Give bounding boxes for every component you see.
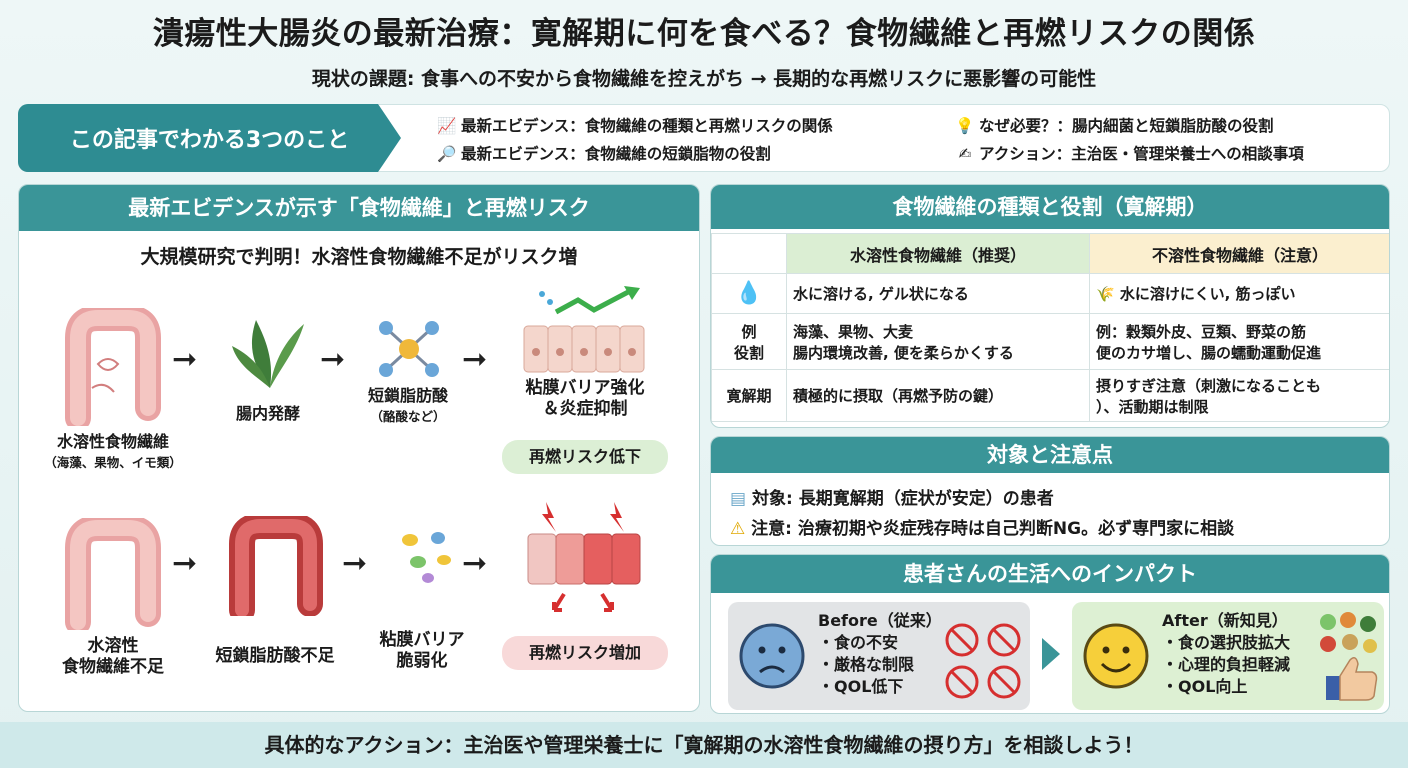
- water-drops-icon: 💧: [735, 281, 763, 306]
- column-soluble: 水溶性食物繊維（推奨）: [786, 233, 1090, 274]
- after-list: After（新知見） ・食の選択肢拡大 ・心理的負担軽減 ・QOL向上: [1162, 611, 1291, 696]
- fiber-table: 水溶性食物繊維（推奨） 不溶性食物繊維（注意） 💧 水に溶ける, ゲル状になる …: [711, 233, 1389, 422]
- table-row: 例役割 海藻、果物、大麦腸内環境改善, 便を柔らかくする 例：穀類外皮、豆類、野…: [711, 313, 1389, 370]
- before-list: Before（従来） ・食の不安 ・厳格な制限 ・QOL低下: [818, 611, 942, 696]
- page-subtitle: 現状の課題: 食事への不安から食物繊維を控えがち → 長期的な再燃リスクに悪影響…: [311, 68, 1097, 90]
- caution-line: ⚠ 注意: 治療初期や炎症残存時は自己判断NG。必ず専門家に相談: [730, 519, 1235, 539]
- damaged-barrier-icon: [527, 502, 641, 612]
- happy-face-icon: [1083, 623, 1149, 689]
- flow-arrow-3: ➞: [462, 342, 488, 377]
- healthy-colon-icon: [65, 308, 161, 426]
- scattered-particles-icon: [402, 532, 451, 583]
- flow-label-barrier-weak: 粘膜バリア 脆弱化: [379, 630, 465, 672]
- writing-hand-icon: ✍: [958, 145, 972, 163]
- column-insoluble: 不溶性食物繊維（注意）: [1089, 233, 1389, 274]
- strong-barrier-icon: [523, 286, 645, 373]
- inflamed-colon-icon: [229, 516, 323, 616]
- molecule-icon: [379, 321, 439, 377]
- target-panel: 対象と注意点: [710, 436, 1390, 546]
- result-badge-risk-down: 再燃リスク低下: [502, 440, 668, 474]
- flow-arrow-4: ➞: [172, 546, 198, 581]
- seaweed-icon: [232, 320, 304, 388]
- key-points-label: この記事でわかる3つのこと: [18, 104, 401, 172]
- flow-arrow-6: ➞: [462, 546, 488, 581]
- intestine-icon: ▤: [730, 489, 747, 509]
- page-title: 潰瘍性大腸炎の最新治療：寛解期に何を食べる？食物繊維と再燃リスクの関係: [152, 16, 1256, 52]
- evidence-panel: 最新エビデンスが示す「食物繊維」と再燃リスク: [18, 184, 700, 712]
- chevron-right-icon: [1042, 638, 1060, 670]
- lightbulb-icon: 💡: [955, 117, 975, 135]
- footer-action: 具体的なアクション：主治医や管理栄養士に「寛解期の水溶性食物繊維の摂り方」を相談…: [0, 722, 1408, 768]
- target-line: ▤ 対象: 長期寛解期（症状が安定）の患者: [730, 489, 1054, 509]
- colon-icon: [65, 518, 161, 630]
- flow-arrow-1: ➞: [172, 342, 198, 377]
- flow-arrow-5: ➞: [342, 546, 368, 581]
- flow-label-barrier-strong: 粘膜バリア強化 ＆炎症抑制: [525, 378, 645, 420]
- warning-icon: ⚠: [730, 519, 746, 539]
- flow-label-fermentation: 腸内発酵: [235, 404, 300, 423]
- food-and-thumbs-up-icon: [1320, 612, 1378, 701]
- fiber-table-heading: 食物繊維の種類と役割（寛解期）: [711, 185, 1389, 229]
- evidence-subheading: 大規模研究で判明！水溶性食物繊維不足がリスク増: [140, 246, 578, 268]
- flow-label-scfa-deficit: 短鎖脂肪酸不足: [215, 646, 335, 666]
- table-row: 💧 水に溶ける, ゲル状になる 🌾 水に溶けにくい, 筋っぽい: [711, 273, 1389, 314]
- flow-label-scfa: 短鎖脂肪酸 （酪酸など）: [367, 386, 448, 424]
- key-point-4: ✍アクション：主治医・管理栄養士への相談事項: [955, 142, 1304, 164]
- impact-heading: 患者さんの生活へのインパクト: [711, 555, 1389, 593]
- key-point-3: 💡なぜ必要？：腸内細菌と短鎖脂肪酸の役割: [955, 117, 1274, 135]
- table-row: 寛解期 積極的に摂取（再燃予防の鍵） 摂りすぎ注意（刺激になることも）、活動期は…: [711, 369, 1389, 422]
- sad-face-icon: [739, 623, 805, 689]
- target-heading: 対象と注意点: [711, 437, 1389, 473]
- restricted-food-icons: [945, 623, 1021, 699]
- key-point-1: 📈最新エビデンス：食物繊維の種類と再燃リスクの関係: [437, 117, 833, 135]
- evidence-heading: 最新エビデンスが示す「食物繊維」と再燃リスク: [19, 185, 699, 231]
- chart-up-icon: 📈: [437, 117, 457, 135]
- magnifier-icon: 🔎: [437, 145, 457, 163]
- table-row: 水溶性食物繊維（推奨） 不溶性食物繊維（注意）: [711, 233, 1389, 274]
- grain-icon: 🌾: [1096, 285, 1115, 303]
- result-badge-risk-up: 再燃リスク増加: [502, 636, 668, 670]
- flow-label-soluble-fiber: 水溶性食物繊維 （海藻、果物、イモ類）: [44, 432, 182, 470]
- flow-arrow-2: ➞: [320, 342, 346, 377]
- flow-label-fiber-deficit: 水溶性 食物繊維不足: [62, 636, 164, 678]
- key-point-2: 🔎最新エビデンス：食物繊維の短鎖脂物の役割: [437, 145, 771, 163]
- fiber-table-panel: 食物繊維の種類と役割（寛解期） 水溶性食物繊維（推奨） 不溶性食物繊維（注意） …: [710, 184, 1390, 428]
